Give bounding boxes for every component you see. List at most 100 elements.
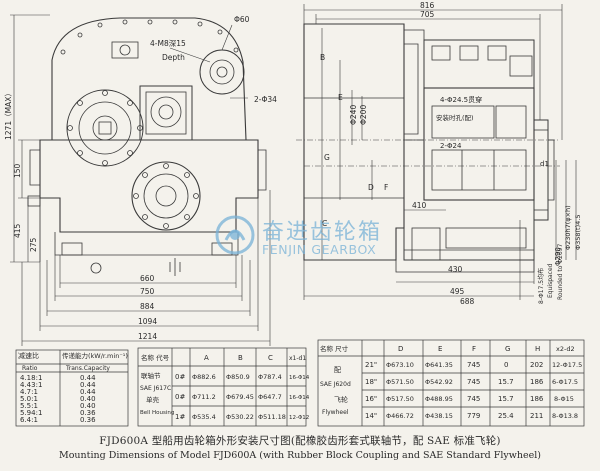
input-flange [131,161,201,231]
label-depth: Depth [162,53,185,62]
top-bolts [60,19,239,55]
label-g: G [324,153,330,162]
rt-r0c4: 0 [504,361,508,369]
rt-r1c1: Φ571.50 [386,378,414,386]
rt-r1c3: 745 [467,378,480,386]
rt-r2c5: 186 [530,395,544,403]
watermark-en: FENJIN GEARBOX [262,242,377,257]
lt-r6c0: 6.4:1 [20,416,38,424]
label-d: D [368,183,374,192]
label-sae4: Rounded to Φ2697 [557,244,564,300]
label-sae3: 8-Φ17.5均布 [537,268,545,304]
rt-r3c6: 8-Φ13.8 [552,412,578,420]
label-phi24b: 2-Φ24 [440,142,462,150]
right-table-text: 名称 尺寸 D E F G H x2-d2 配 SAE J620d 飞轮 Fly… [320,344,582,420]
rt-r1c6: 6-Φ17.5 [552,378,578,386]
label-1094: 1094 [138,317,157,326]
label-750: 750 [140,287,155,296]
rt-h2: E [438,345,442,353]
mt-r0c2: Φ850.9 [226,373,250,381]
right-dims [303,4,577,300]
label-1214: 1214 [138,332,157,341]
rt-r1c4: 15.7 [498,378,514,386]
lt-r1c0: 4.43:1 [20,381,42,389]
mt-h4: x1-d1 [289,355,306,362]
rt-r0c6: 12-Φ17.5 [552,361,582,369]
lt-r2c1: 0.44 [80,388,96,396]
mt-h2: B [238,354,243,362]
label-415: 415 [13,223,22,238]
flange-bolts-left [67,90,143,166]
caption-zh: FJD600A 型船用齿轮箱外形安装尺寸图(配橡胶齿形套式联轴节，配 SAE 标… [99,435,501,447]
mt-r2c3: Φ511.18 [258,413,286,421]
label-150: 150 [13,163,22,178]
left-table-text: 减速比 传递能力(kW/r.min⁻¹) Ratio Trans.Capacit… [18,351,128,424]
dim-labels: Φ60 4-M8深15 Depth 2-Φ34 1271（MAX） 150 41… [4,1,582,341]
mt-rl2: 1# [175,413,185,421]
mt-r2c4: 12-Φ12 [289,415,309,421]
label-phi34: 2-Φ34 [254,95,277,104]
label-816: 816 [420,1,435,10]
lt-r5c1: 0.36 [80,409,96,417]
mt-r2c1: Φ535.4 [192,413,216,421]
lt-r3c0: 5.0:1 [20,395,38,403]
lt-r4c1: 0.40 [80,402,96,410]
label-1271: 1271（MAX） [4,89,13,140]
rt-l1: SAE J620d [320,381,351,388]
rt-r0c0: 21" [365,361,377,369]
lt-r0c0: 4.18:1 [20,374,42,382]
rt-r2c4: 15.7 [498,395,514,403]
rt-r3c0: 14" [365,412,377,420]
watermark-zh: 奋进齿轮箱 [262,220,383,245]
label-884: 884 [140,302,155,311]
rt-r2c2: Φ488.95 [425,395,453,403]
label-h24: 4-Φ24.5贯穿 [440,95,482,104]
lt-s1: Trans.Capacity [65,365,110,372]
rt-r3c4: 25.4 [498,412,514,420]
mt-l0: 联轴节 [141,371,161,380]
fenjin-logo-icon [215,215,255,255]
label-705: 705 [420,10,435,19]
mt-h1: A [204,354,209,362]
bottom-dims [21,190,271,346]
flange-bolts-lower [133,163,199,229]
label-410: 410 [412,201,427,210]
mt-h3: C [268,354,273,362]
label-d1: d1 [540,160,549,168]
mt-r0c1: Φ882.6 [192,373,216,381]
rt-h3: F [472,345,476,353]
lt-s0: Ratio [22,365,38,372]
rt-r2c1: Φ517.50 [386,395,414,403]
label-phi290: Φ290 [554,247,562,266]
rt-l0: 配 [334,366,341,374]
lt-r2c0: 4.7:1 [20,388,38,396]
mid-table-grid [137,347,307,427]
label-275: 275 [29,237,38,252]
mt-l3: Bell Housing [140,410,174,416]
lt-r6c1: 0.36 [80,416,96,424]
label-430: 430 [448,265,463,274]
lt-r3c1: 0.40 [80,395,96,403]
mt-r2c2: Φ530.22 [226,413,254,421]
mt-rl0: 0# [175,373,185,381]
rt-h1: D [398,345,403,353]
rt-r1c0: 18" [365,378,377,386]
label-e: E [338,93,343,102]
rt-r2c3: 745 [467,395,480,403]
rt-l3: Flywheel [322,409,349,416]
rt-h0: 名称 尺寸 [320,344,349,353]
rt-r3c2: Φ438.15 [425,412,453,420]
rt-h4: G [505,345,510,353]
label-mounting: 安装时孔(配) [436,113,474,122]
label-phi60: Φ60 [234,15,250,24]
lt-r1c1: 0.44 [80,381,96,389]
label-pcd: Φ230h7(φ×h) [564,205,572,250]
mt-r1c3: Φ647.7 [258,393,282,401]
rt-h5: H [535,345,540,353]
label-phi240: Φ240 [349,105,358,125]
rt-r3c1: Φ466.72 [386,412,414,420]
rt-r3c3: 779 [467,412,480,420]
rt-r0c1: Φ673.10 [386,361,414,369]
